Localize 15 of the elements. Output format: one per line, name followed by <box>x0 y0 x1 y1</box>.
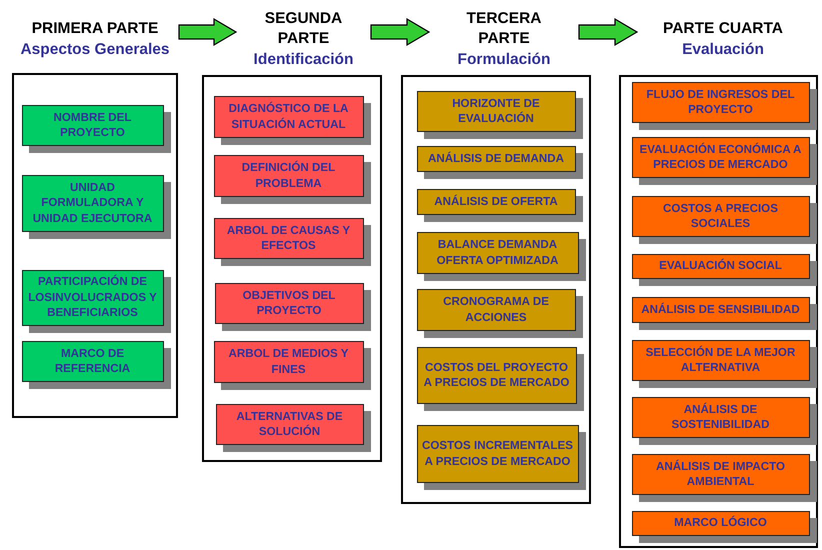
part-subtitle: Evaluación <box>682 40 764 60</box>
part-subtitle: Formulación <box>457 50 550 70</box>
section-panel <box>401 75 591 504</box>
block-arrow <box>178 18 238 46</box>
block-arrow <box>578 18 638 46</box>
section-panel <box>12 73 178 418</box>
part-title: SEGUNDA PARTE <box>264 8 344 48</box>
part-title: TERCERA PARTE <box>466 8 542 48</box>
section-panel <box>202 75 382 462</box>
part-title: PRIMERA PARTE <box>32 18 158 38</box>
part-subtitle: Identificación <box>254 50 354 70</box>
part-subtitle: Aspectos Generales <box>20 40 170 60</box>
part-title: PARTE CUARTA <box>663 18 783 38</box>
section-panel <box>619 75 818 548</box>
block-arrow <box>370 18 430 46</box>
